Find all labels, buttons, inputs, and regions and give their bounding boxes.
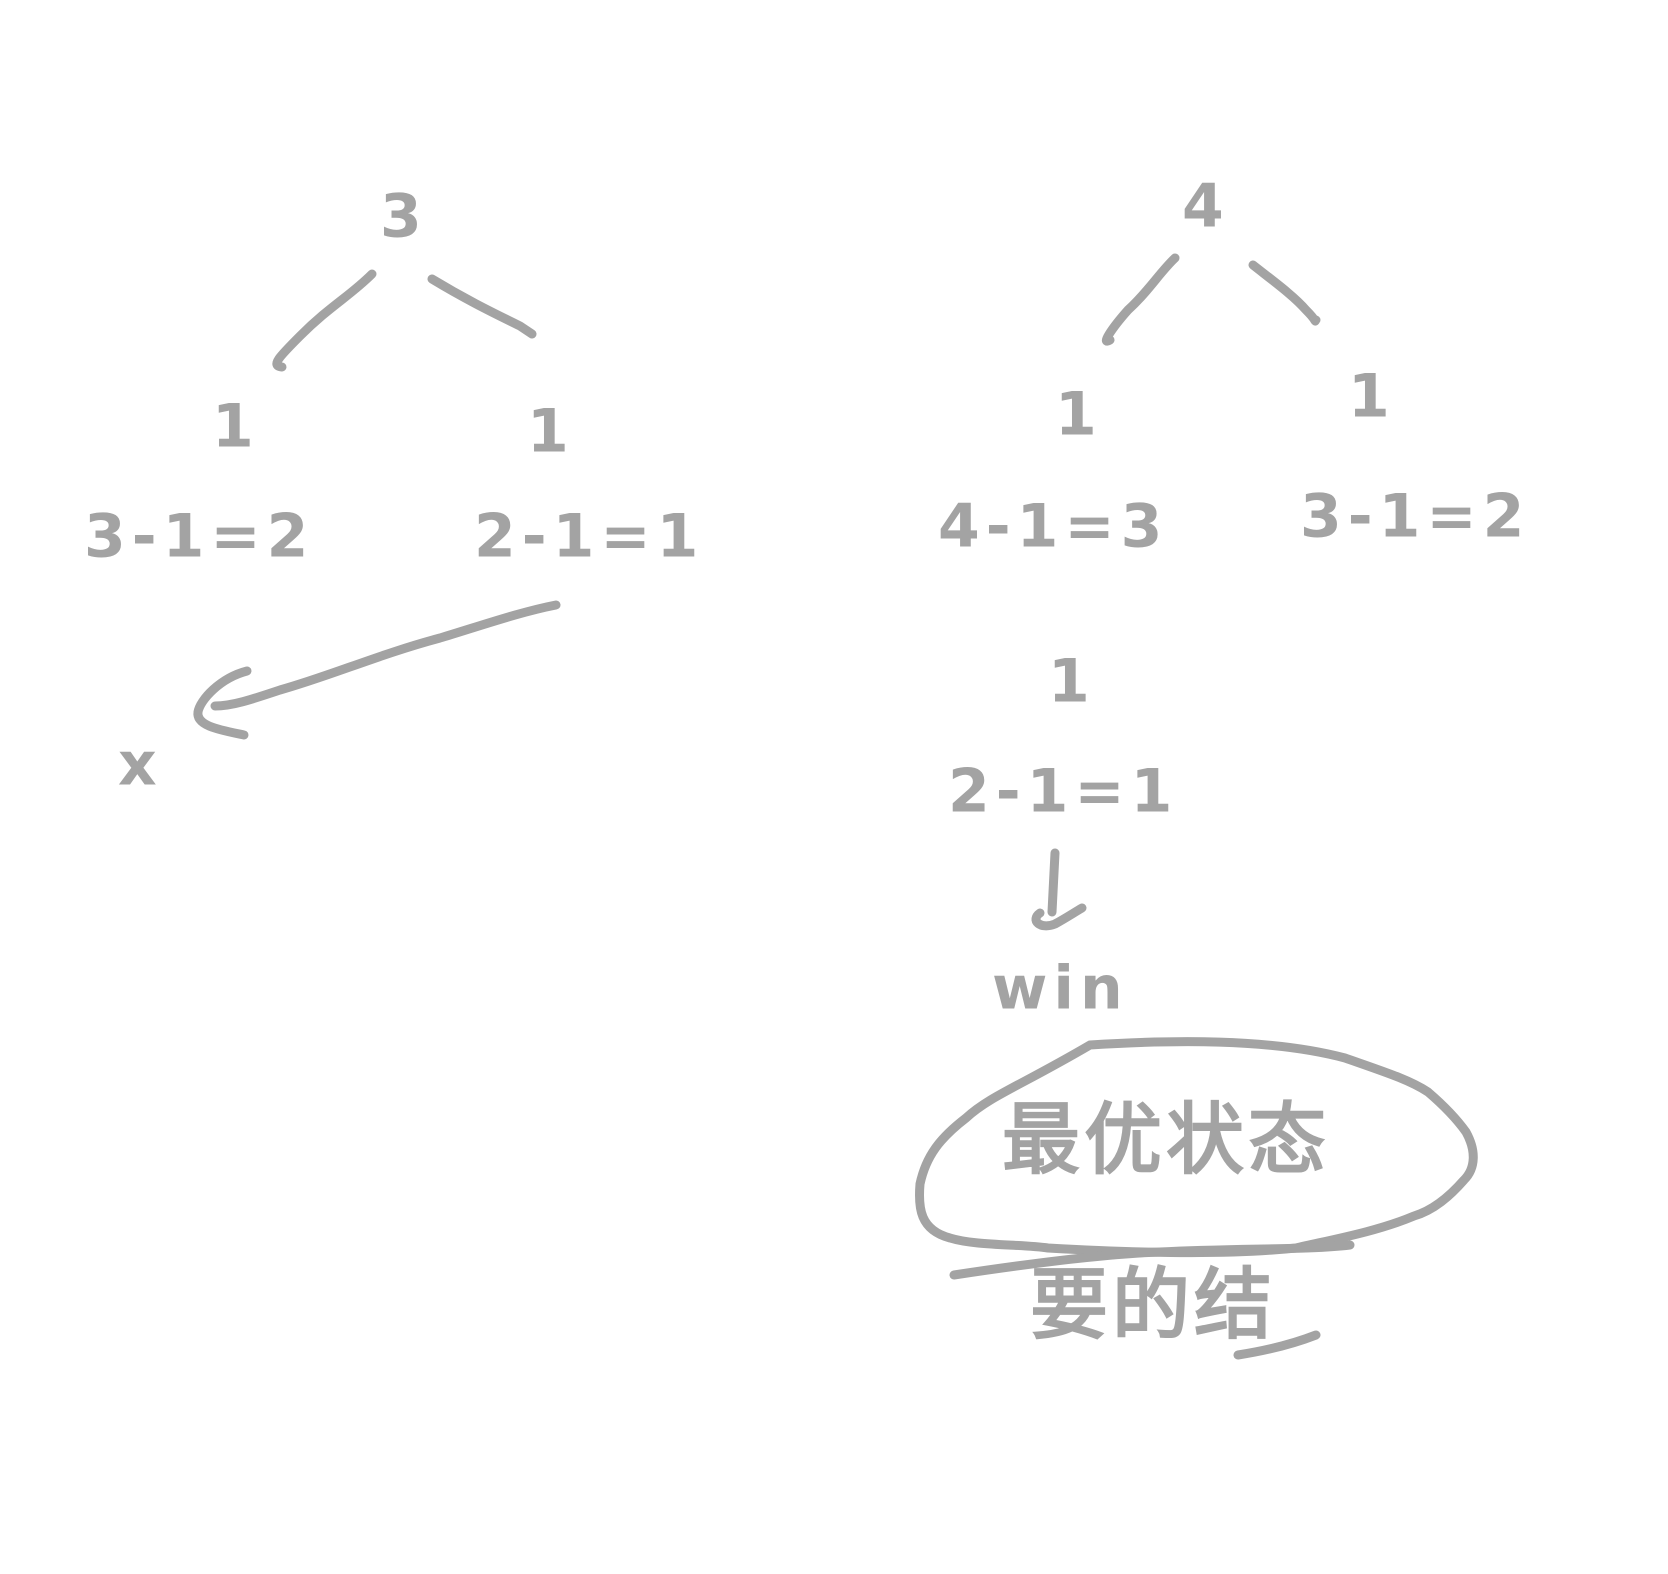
right-tree-grandchild-edge-label: 1 xyxy=(1048,647,1096,717)
right-tree-grandchild: 2-1=1 xyxy=(948,757,1178,827)
left-tree-arrow-head xyxy=(193,666,252,740)
circled-note-text: 最优状态 xyxy=(1002,1095,1330,1185)
left-tree-left-child: 3-1=2 xyxy=(84,502,314,572)
left-tree-right-branch xyxy=(427,274,537,339)
right-tree-result: win xyxy=(992,954,1129,1024)
underline-stroke xyxy=(949,1240,1355,1280)
left-tree-left-edge-label: 1 xyxy=(212,392,260,462)
right-tree-left-branch xyxy=(1101,253,1180,346)
right-tree-right-edge-label: 1 xyxy=(1348,362,1396,432)
right-tree-left-edge-label: 1 xyxy=(1055,380,1103,450)
left-tree-result-arrow xyxy=(210,600,561,711)
left-root-value: 3 xyxy=(380,182,428,252)
left-tree-left-branch xyxy=(272,269,377,372)
right-tree-right-child: 3-1=2 xyxy=(1300,482,1530,552)
left-tree-right-edge-label: 1 xyxy=(527,397,575,467)
left-tree-right-child: 2-1=1 xyxy=(474,502,704,572)
underline-tail-stroke xyxy=(1233,1330,1321,1360)
right-tree-down-arrow-shaft xyxy=(1047,848,1060,917)
right-tree-right-branch xyxy=(1248,260,1321,326)
underline-note-text: 要的结 xyxy=(1030,1260,1276,1350)
right-root-value: 4 xyxy=(1182,172,1230,242)
left-tree-result: x xyxy=(118,730,163,800)
right-tree-left-child: 4-1=3 xyxy=(938,492,1168,562)
right-tree-down-arrow-head xyxy=(1031,903,1087,931)
